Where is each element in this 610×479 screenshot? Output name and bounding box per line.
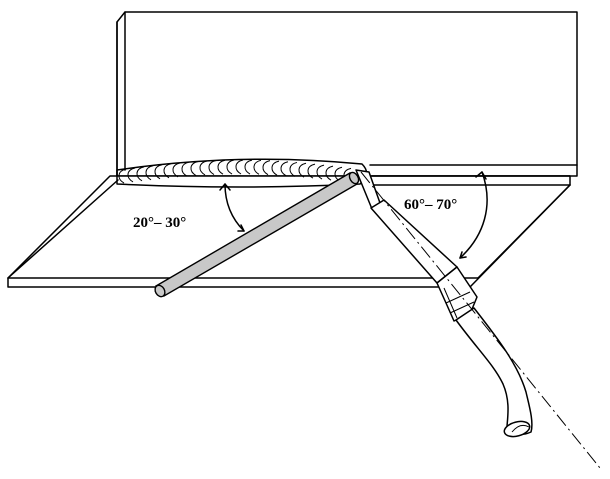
weld-ripple [271,160,280,176]
weld-ripple [190,161,199,176]
weld-ripple [253,159,262,175]
weld-ripple [235,159,244,175]
rod-angle-arc [219,183,245,232]
weld-ripple [199,160,208,176]
vertical-plate [116,11,578,177]
weld-ripple [154,164,163,180]
weld-ripple [163,163,172,179]
torch-axis-line [360,171,601,469]
weld-ripple [298,162,307,178]
weld-ripple [217,159,226,175]
weld-ripple [316,164,325,180]
weld-ripple [280,161,289,177]
weld-ripple [244,159,253,175]
horizontal-plate [7,175,571,288]
weld-ripple [181,161,190,177]
weld-ripple [172,162,181,178]
rod-angle-label: 20°– 30° [133,215,186,231]
welding-torch [355,169,533,438]
weld-ripple [289,161,298,177]
torch-angle-arc [459,171,488,259]
filler-rod [154,171,360,298]
torch-angle-label: 60°– 70° [404,197,457,213]
weld-ripple [208,160,217,175]
weld-ripple [226,159,235,175]
weld-ripple [325,165,334,181]
weld-ripple [118,168,127,184]
weld-ripple [262,160,271,176]
weld-ripple [145,165,154,181]
weld-ripple [307,163,316,179]
weld-ripple [127,167,136,183]
weld-ripple [136,166,145,182]
